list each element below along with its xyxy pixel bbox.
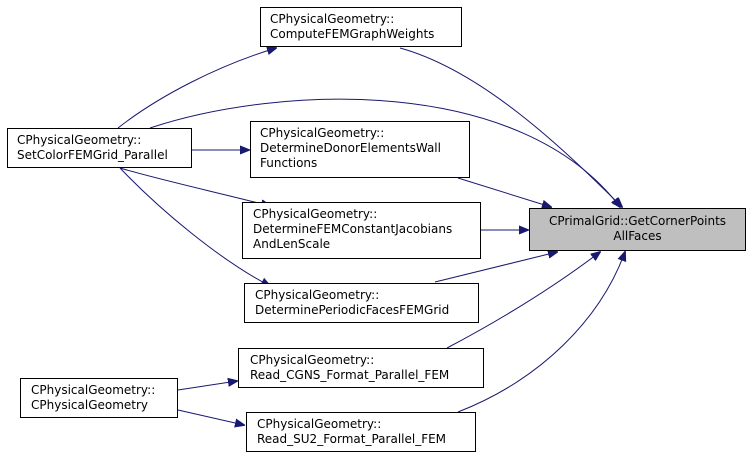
edge-setcolor-periodicfaces [119,167,270,286]
node-label-line: DetermineFEMConstantJacobians [253,222,452,236]
node-determine-fem-constant-jacobians[interactable]: CPhysicalGeometry:: DetermineFEMConstant… [242,202,481,259]
node-label-line: DeterminePeriodicFacesFEMGrid [255,303,449,317]
node-label-line: Functions [260,156,317,170]
edge-computeweights-target [399,47,622,207]
edge-ctor-readsu2 [177,409,244,425]
node-label-line: CPhysicalGeometry:: [253,207,377,221]
node-compute-fem-graph-weights[interactable]: CPhysicalGeometry:: ComputeFEMGraphWeigh… [260,7,462,47]
edge-periodicfaces-target [434,252,557,283]
node-label-line: CPhysicalGeometry:: [257,417,381,431]
node-label-line: CPhysicalGeometry:: [260,126,384,140]
node-label-line: AllFaces [613,229,661,243]
node-label-line: Read_CGNS_Format_Parallel_FEM [250,368,449,382]
edge-readsu2-target [457,252,625,413]
node-cphysicalgeometry-constructor[interactable]: CPhysicalGeometry:: CPhysicalGeometry [20,378,178,418]
node-label-line: AndLenScale [253,237,330,251]
node-determine-donor-elements-wall-functions[interactable]: CPhysicalGeometry:: DetermineDonorElemen… [250,121,470,178]
node-read-su2-format-parallel-fem[interactable]: CPhysicalGeometry:: Read_SU2_Format_Para… [246,412,476,452]
node-get-corner-points-all-faces[interactable]: CPrimalGrid::GetCornerPoints AllFaces [529,208,746,251]
node-label-line: CPhysicalGeometry:: [250,353,374,367]
node-label-line: Read_SU2_Format_Parallel_FEM [257,432,446,446]
edge-readcgns-target [446,252,600,349]
node-label-line: DetermineDonorElementsWall [260,141,441,155]
node-label-line: CPhysicalGeometry:: [255,288,379,302]
edge-donorelements-target [457,177,551,207]
node-determine-periodic-faces-fem-grid[interactable]: CPhysicalGeometry:: DeterminePeriodicFac… [244,283,479,323]
node-label-line: ComputeFEMGraphWeights [270,27,434,41]
node-label-line: CPhysicalGeometry:: [17,133,141,147]
node-read-cgns-format-parallel-fem[interactable]: CPhysicalGeometry:: Read_CGNS_Format_Par… [238,348,484,388]
node-set-color-fem-grid-parallel[interactable]: CPhysicalGeometry:: SetColorFEMGrid_Para… [7,128,192,168]
edge-ctor-readcgns [177,381,237,391]
node-label-line: CPhysicalGeometry:: [270,12,394,26]
node-label-line: CPhysicalGeometry:: [31,383,155,397]
edge-setcolor-computeweights [117,48,276,129]
node-label-line: CPhysicalGeometry [31,398,148,412]
node-label-line: SetColorFEMGrid_Parallel [17,148,168,162]
edge-setcolor-target-top [149,98,620,207]
node-label-line: CPrimalGrid::GetCornerPoints [549,214,726,228]
edge-setcolor-constjacobians [119,167,270,206]
